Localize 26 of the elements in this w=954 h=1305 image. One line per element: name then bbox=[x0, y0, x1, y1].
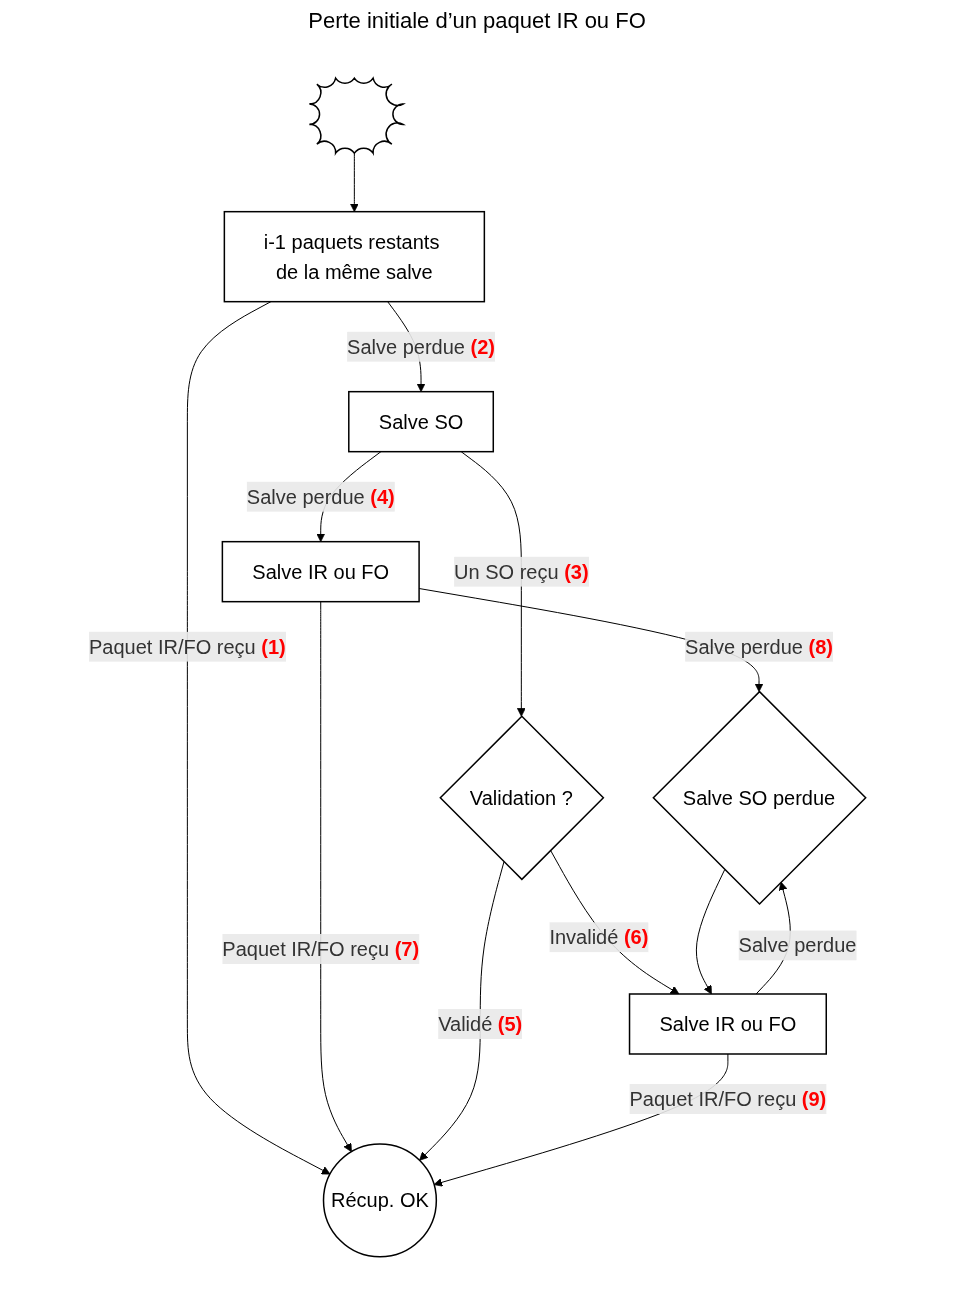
node-box: i-1 paquets restants de la même salve bbox=[223, 210, 485, 303]
edge-label: Un SO reçu (3) bbox=[453, 560, 589, 583]
arrow bbox=[319, 601, 352, 1153]
edge-label: Paquet IR/FO reçu (7) bbox=[222, 938, 419, 960]
node-caption: Perte initiale d’un paquet IR ou FO bbox=[308, 8, 646, 34]
node-box: Salve IR ou FO bbox=[221, 540, 420, 603]
node-box: Salve IR ou FO bbox=[628, 993, 827, 1055]
edge-label: Paquet IR/FO reçu (1) bbox=[88, 635, 286, 658]
arrow bbox=[186, 301, 331, 1175]
node-star bbox=[308, 77, 404, 154]
edge-label: Validé (5) bbox=[437, 1013, 522, 1035]
node-circle: Récup. OK bbox=[322, 1143, 437, 1258]
arrow bbox=[460, 451, 526, 717]
edge-label: Salve perdue (8) bbox=[684, 635, 833, 658]
node-diamond: Validation ? bbox=[438, 715, 605, 881]
arrow bbox=[349, 151, 359, 213]
arrow bbox=[549, 849, 679, 995]
arrow bbox=[418, 861, 505, 1161]
node-box: Salve SO bbox=[347, 390, 494, 453]
arrow bbox=[695, 869, 725, 995]
edge-label: Salve perdue (4) bbox=[246, 485, 395, 508]
node-diamond: Salve SO perdue bbox=[651, 690, 867, 906]
edge-label: Salve perdue bbox=[738, 934, 857, 957]
edge-label: Salve perdue (2) bbox=[346, 335, 495, 358]
edge-label: Invalidé (6) bbox=[549, 926, 649, 949]
edge-label: Paquet IR/FO reçu (9) bbox=[629, 1088, 826, 1110]
